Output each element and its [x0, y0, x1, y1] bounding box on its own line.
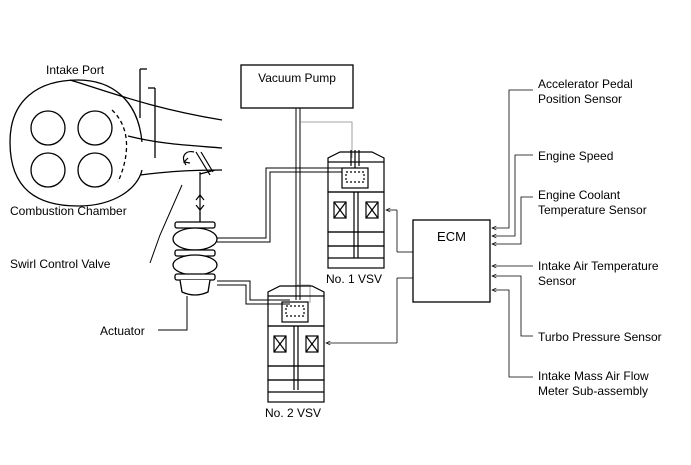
sensor-engine-coolant: Engine Coolant Temperature Sensor	[538, 188, 647, 218]
combustion-chamber	[9, 79, 143, 207]
sensor-line2: Sensor	[538, 274, 577, 288]
sensor-turbo-pressure: Turbo Pressure Sensor	[538, 330, 662, 345]
sensor-line1: Intake Air Temperature	[538, 259, 659, 273]
actuator	[172, 212, 218, 296]
vacuum-pump-label: Vacuum Pump	[258, 71, 336, 85]
sensor-intake-mass-air-flow: Intake Mass Air Flow Meter Sub-assembly	[538, 369, 649, 399]
intake-port	[69, 68, 223, 176]
actuator-label: Actuator	[100, 324, 145, 338]
sensor-line2: Meter Sub-assembly	[538, 384, 649, 398]
vacuum-hoses	[217, 108, 342, 305]
swirl-control-valve-label: Swirl Control Valve	[10, 257, 111, 271]
intake-port-label: Intake Port	[46, 63, 105, 77]
sensor-line2: Position Sensor	[538, 92, 623, 106]
vsv2-body	[267, 285, 325, 403]
sensor-accelerator-pedal: Accelerator Pedal Position Sensor	[538, 77, 633, 107]
sensor-signal-lines	[492, 89, 533, 378]
combustion-chamber-label: Combustion Chamber	[10, 204, 127, 218]
sensor-intake-air-temperature: Intake Air Temperature Sensor	[538, 259, 659, 289]
swirl-valve	[182, 151, 216, 212]
vsv2-label: No. 2 VSV	[265, 406, 322, 420]
atmosphere-lines	[296, 121, 353, 303]
sensor-line1: Engine Speed	[538, 149, 614, 163]
sensor-line1: Accelerator Pedal	[538, 77, 633, 91]
sensor-engine-speed: Engine Speed	[538, 149, 613, 164]
vsv1-label: No. 1 VSV	[326, 272, 383, 286]
vacuum-pump-box	[240, 64, 354, 109]
sensor-line1: Turbo Pressure Sensor	[538, 330, 662, 344]
vsv1-body	[327, 150, 385, 269]
sensor-line1: Intake Mass Air Flow	[538, 369, 649, 383]
sensor-line2: Temperature Sensor	[538, 203, 647, 217]
ecm-box	[412, 219, 491, 303]
ecm-label: ECM	[437, 229, 466, 244]
sensor-line1: Engine Coolant	[538, 188, 621, 202]
ecm-signal-lines	[326, 210, 413, 343]
label-leaders	[149, 184, 188, 331]
